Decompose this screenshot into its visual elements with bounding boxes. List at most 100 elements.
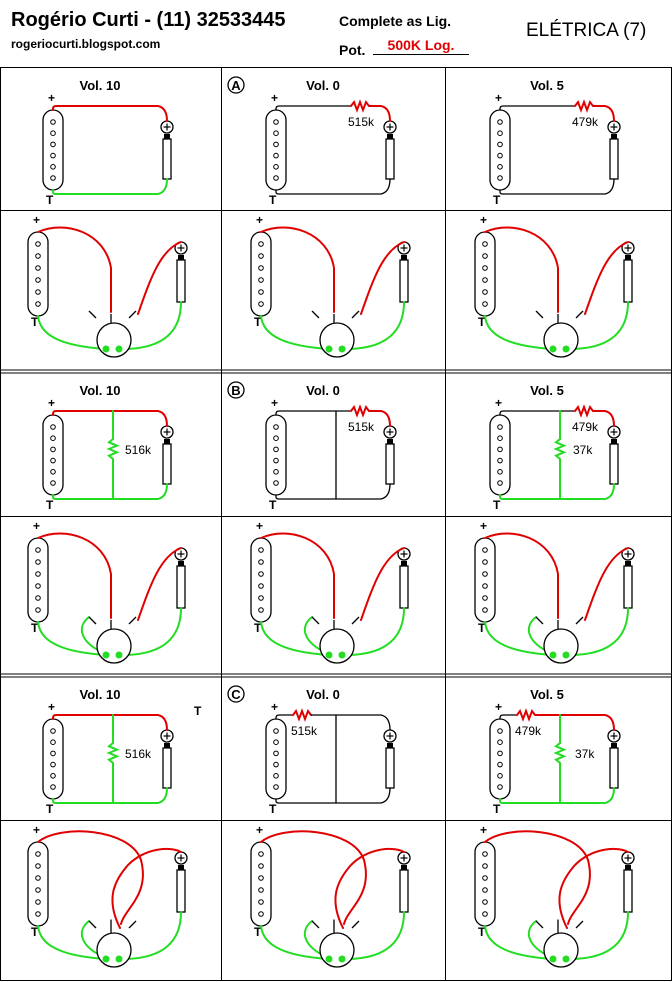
pickup-pole: [50, 152, 56, 159]
pot-lug-left: [88, 920, 97, 929]
hot-wire: [310, 714, 391, 731]
shunt-resistance-label: 37k: [573, 443, 593, 457]
pickup-pole: [497, 119, 503, 125]
pot-solder-dot: [325, 345, 333, 353]
jack-collar: [401, 255, 407, 260]
hot-wire: [558, 847, 629, 929]
pickup-pole: [482, 253, 488, 259]
pot-lug-left: [311, 310, 320, 319]
pickup-pole: [273, 457, 279, 464]
pot-lug-left: [535, 920, 544, 929]
volume-label: Vol. 5: [530, 687, 564, 702]
pickup-pole: [273, 119, 279, 125]
pickup-pole: [497, 152, 503, 159]
pickup-pole: [35, 265, 41, 271]
ground-wire: [118, 911, 182, 961]
pot-lug-left: [88, 310, 97, 319]
series-resistor: [350, 99, 370, 113]
pickup-pole: [273, 739, 279, 745]
pot-lug-right: [128, 616, 137, 625]
pickup-pole: [35, 875, 41, 881]
terminal-t-marker: T: [269, 498, 277, 512]
pickup-pole: [273, 152, 279, 159]
hot-wire: [484, 226, 559, 313]
pickup-pole: [497, 457, 503, 464]
terminal-t-marker: T: [46, 802, 54, 816]
shunt-resistance-label: 516k: [125, 443, 152, 457]
pickup-pole: [35, 289, 41, 295]
jack-sleeve: [399, 869, 409, 913]
volume-label: Vol. 0: [306, 383, 340, 398]
ground-wire: [37, 315, 107, 350]
pickup-pole: [50, 141, 56, 148]
pickup-pole: [497, 164, 503, 170]
section-letter-circle: [227, 381, 245, 399]
volume-label: Vol. 10: [80, 687, 121, 702]
hot-wire: [260, 830, 367, 925]
pickup-pole: [273, 784, 279, 790]
pickup-pole: [35, 277, 41, 283]
pickup-pole: [482, 911, 488, 917]
pot-lug-right: [128, 310, 137, 319]
pickup-pole: [273, 773, 279, 779]
pickup-pole: [50, 435, 56, 441]
terminal-t-marker: T: [478, 315, 486, 329]
pickup-pole: [35, 911, 41, 917]
pot-solder-dot: [562, 345, 570, 353]
pickup-pole: [50, 130, 56, 136]
pickup-pole: [497, 175, 503, 181]
terminal-t-marker: T: [254, 315, 262, 329]
jack-sleeve: [623, 565, 633, 609]
pickup-pole: [35, 559, 41, 565]
wiring-panel: +T: [250, 519, 411, 664]
pot-lug-right: [351, 310, 360, 319]
ground-wire: [275, 178, 391, 195]
potentiometer-body: [319, 628, 355, 664]
pickup-pole: [482, 241, 488, 247]
wiring-panel: +T: [474, 519, 635, 664]
pickup-pole: [482, 571, 488, 577]
pickup-pole: [35, 571, 41, 577]
pickup-pole: [50, 750, 56, 757]
pickup-pole: [497, 424, 503, 430]
hot-wire: [368, 410, 391, 427]
pickup-pole: [35, 583, 41, 589]
pickup-pole: [50, 457, 56, 464]
pickup-pole: [50, 728, 56, 734]
ground-wire: [37, 621, 107, 656]
jack-collar: [387, 439, 393, 444]
hot-wire: [137, 547, 182, 621]
pickup-pole: [35, 253, 41, 259]
plus-marker: +: [48, 91, 55, 105]
pickup-pole: [497, 739, 503, 745]
pickup-pole: [35, 863, 41, 869]
pickup-pole: [273, 141, 279, 148]
hot-wire: [260, 226, 335, 313]
pickup-pole: [258, 595, 264, 601]
pickup-pole: [258, 851, 264, 857]
potentiometer-body: [543, 628, 579, 664]
terminal-t-marker: T: [254, 621, 262, 635]
pickup-pole: [273, 750, 279, 757]
jack-collar: [625, 255, 631, 260]
pickup-pole: [258, 887, 264, 893]
pot-lug-right: [575, 920, 584, 929]
jack-sleeve: [176, 869, 186, 913]
pickup-pole: [35, 887, 41, 893]
pickup-pole: [497, 446, 503, 453]
plus-marker: +: [256, 823, 263, 837]
jack-sleeve: [399, 565, 409, 609]
jack-collar: [178, 865, 184, 870]
hot-wire: [52, 714, 168, 731]
ground-wire: [341, 607, 405, 657]
pot-lug-left: [535, 616, 544, 625]
jack-collar: [401, 865, 407, 870]
ground-wire: [341, 301, 405, 351]
shunt-resistance-label: 37k: [575, 747, 595, 761]
pot-lug-right: [351, 616, 360, 625]
hot-wire: [37, 532, 112, 619]
pickup-pole: [482, 899, 488, 905]
ground-wire: [260, 925, 330, 960]
